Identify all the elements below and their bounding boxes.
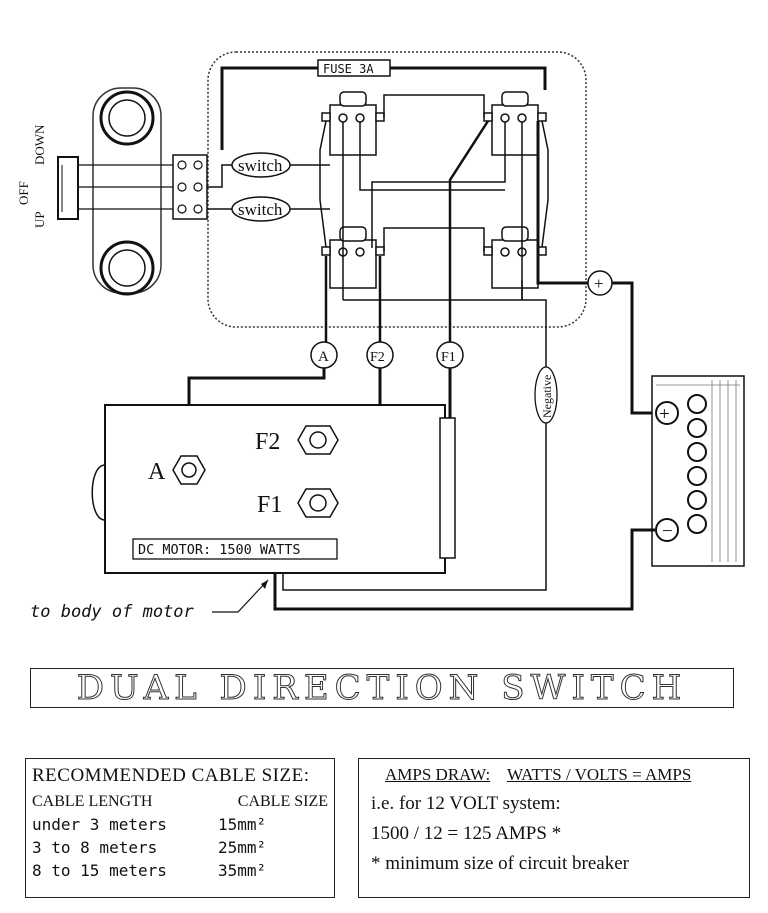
toggle-switch bbox=[57, 156, 79, 220]
cable-length-cell: 3 to 8 meters bbox=[32, 838, 158, 857]
cable-size-header: CABLE SIZE bbox=[237, 793, 328, 810]
table-row: 3 to 8 meters 25mm² bbox=[32, 838, 328, 857]
motor-terminal-F1 bbox=[297, 488, 339, 518]
cable-table-heading: RECOMMENDED CABLE SIZE: bbox=[32, 765, 310, 786]
amps-draw-box: AMPS DRAW: WATTS / VOLTS = AMPS i.e. for… bbox=[358, 758, 750, 898]
solenoid-wiring bbox=[319, 94, 549, 370]
amps-example-line: i.e. for 12 VOLT system: bbox=[371, 793, 561, 814]
negative-label: Negative bbox=[540, 375, 554, 418]
motor-label: DC MOTOR: 1500 WATTS bbox=[138, 542, 301, 558]
motor-F1-label: F1 bbox=[257, 492, 282, 518]
switch-wire-top bbox=[207, 164, 232, 188]
wiring-diagram: FUSE 3A OFF DOWN UP switch switch bbox=[16, 51, 745, 622]
fuse-label: FUSE 3A bbox=[323, 62, 374, 76]
switch-bottom-oval bbox=[231, 196, 291, 222]
amps-formula-line: AMPS DRAW: WATTS / VOLTS = AMPS bbox=[385, 765, 737, 785]
handset-bottom-button bbox=[99, 240, 155, 296]
table-row: under 3 meters 15mm² bbox=[32, 815, 328, 834]
handset-bottom-button-inner bbox=[108, 249, 146, 287]
toggle-up-label: UP bbox=[32, 211, 47, 228]
battery-negative-terminal bbox=[655, 518, 679, 542]
terminal-screws bbox=[177, 160, 203, 214]
amps-footnote: * minimum size of circuit breaker bbox=[371, 853, 629, 874]
switch-top-oval bbox=[231, 152, 291, 178]
handset-top-button bbox=[99, 90, 155, 146]
motor-A-label: A bbox=[148, 459, 166, 485]
toggle-off-label: OFF bbox=[16, 181, 31, 205]
battery-hatch bbox=[656, 380, 740, 562]
cable-length-header: CABLE LENGTH bbox=[32, 793, 153, 810]
negative-oval bbox=[534, 366, 558, 424]
positive-cable-to-battery bbox=[611, 281, 655, 415]
motor-terminal-A bbox=[172, 455, 206, 485]
solenoid-bottom-left bbox=[321, 226, 385, 289]
terminal-F1-label: F1 bbox=[441, 350, 456, 365]
cable-length-cell: 8 to 15 meters bbox=[32, 861, 167, 880]
title-box: DUAL DIRECTION SWITCH bbox=[30, 668, 734, 709]
cable-size-cell: 25mm² bbox=[218, 838, 267, 857]
negative-cable bbox=[273, 528, 655, 611]
battery-plus-sign: + bbox=[659, 404, 670, 425]
terminal-F2-label: F2 bbox=[370, 350, 385, 365]
wire-F1 bbox=[448, 120, 490, 345]
handset-top-button-inner bbox=[108, 99, 146, 137]
plus-label: + bbox=[594, 274, 604, 293]
battery-minus-sign: − bbox=[662, 521, 673, 542]
body-note: to body of motor bbox=[30, 602, 195, 622]
cable-length-cell: under 3 meters bbox=[32, 815, 167, 834]
battery-cells bbox=[687, 394, 707, 534]
negative-wire bbox=[282, 370, 547, 591]
switch-top-label: switch bbox=[238, 156, 283, 175]
motor-terminal-F2 bbox=[297, 425, 339, 455]
diagram-title: DUAL DIRECTION SWITCH bbox=[76, 668, 688, 709]
battery-positive-terminal bbox=[655, 401, 679, 425]
motor-F2-label: F2 bbox=[255, 429, 280, 455]
control-box bbox=[207, 51, 587, 328]
cable-size-cell: 35mm² bbox=[218, 861, 267, 880]
cable-table-header-row: CABLE LENGTH CABLE SIZE bbox=[32, 793, 328, 811]
solenoid-top-left bbox=[321, 91, 385, 156]
cable-size-table: RECOMMENDED CABLE SIZE: CABLE LENGTH CAB… bbox=[25, 758, 335, 898]
amps-draw-label: AMPS DRAW: bbox=[385, 765, 491, 784]
cable-size-cell: 15mm² bbox=[218, 815, 267, 834]
plus-circle bbox=[587, 270, 613, 296]
terminal-block bbox=[172, 154, 208, 220]
switch-bottom-label: switch bbox=[238, 200, 283, 219]
motor-label-box bbox=[132, 538, 338, 560]
body-note-arrow bbox=[212, 579, 269, 613]
positive-cable bbox=[536, 121, 598, 285]
table-row: 8 to 15 meters 35mm² bbox=[32, 861, 328, 880]
motor-side-plate bbox=[439, 417, 456, 559]
body-note-arrowhead bbox=[261, 580, 268, 589]
fuse-box bbox=[317, 59, 391, 77]
handset-outline bbox=[92, 87, 162, 294]
motor-end-cap bbox=[91, 464, 106, 521]
toggle-down-label: DOWN bbox=[32, 124, 47, 165]
amps-result-line: 1500 / 12 = 125 AMPS * bbox=[371, 823, 562, 844]
terminal-A-label: A bbox=[318, 349, 329, 365]
amps-formula: WATTS / VOLTS = AMPS bbox=[506, 765, 692, 784]
